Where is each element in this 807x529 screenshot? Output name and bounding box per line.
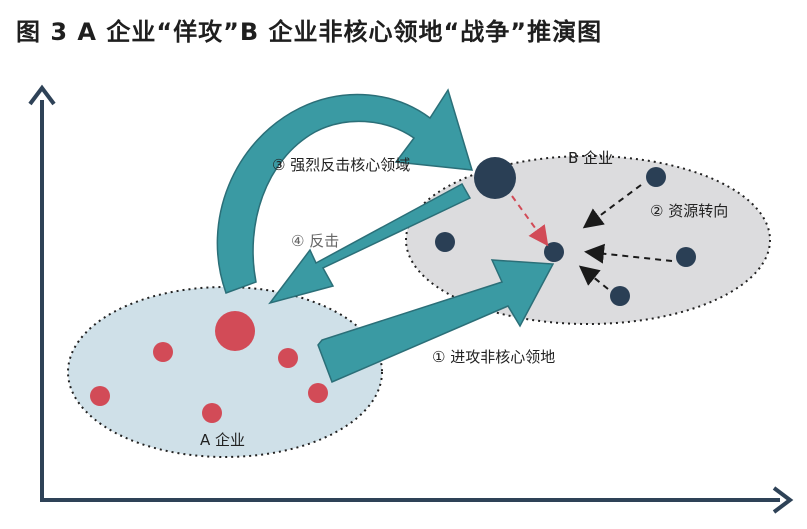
company-b-target-dot <box>544 242 564 262</box>
resource-shift-arrow <box>582 184 642 229</box>
company-a-core-dot <box>215 311 255 351</box>
attack-label: ① 进攻非核心领地 <box>432 348 555 366</box>
strong-counterattack-label: ③ 强烈反击核心领域 <box>272 156 410 174</box>
company-a-label: A 企业 <box>200 431 245 449</box>
company-b-dot <box>610 286 630 306</box>
company-b-dot <box>646 167 666 187</box>
resource-shift-arrow <box>584 243 673 264</box>
axes <box>28 84 794 514</box>
company-b-dot <box>676 247 696 267</box>
attack-arrow <box>317 259 555 383</box>
company-b-dots <box>435 157 696 306</box>
resource-shift-label: ② 资源转向 <box>650 202 728 220</box>
resource-shift-arrow <box>578 265 609 290</box>
counterattack-arrow <box>268 182 472 305</box>
counterattack-label: ④ 反击 <box>291 232 339 250</box>
company-b-dot <box>435 232 455 252</box>
y-axis-arrow-icon <box>28 84 56 106</box>
x-axis-arrow-icon <box>772 486 794 514</box>
company-a-dots <box>90 311 328 423</box>
company-a-dot <box>308 383 328 403</box>
company-b-core-dot <box>474 157 516 199</box>
company-b-label: B 企业 <box>568 149 613 167</box>
core-to-target-arrow <box>511 195 549 247</box>
strong-counterattack-arrow <box>216 88 474 294</box>
company-a-dot <box>202 403 222 423</box>
figure-title: 图 3 A 企业“佯攻”B 企业非核心领地“战争”推演图 <box>16 18 603 46</box>
resource-shift-arrows <box>511 184 673 290</box>
company-a-dot <box>153 342 173 362</box>
company-a-dot <box>278 348 298 368</box>
company-a-dot <box>90 386 110 406</box>
